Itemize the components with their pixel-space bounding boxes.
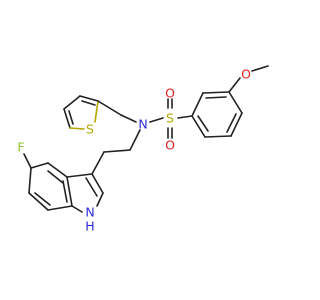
bond-indole-c6-c7-inner bbox=[34, 192, 51, 206]
atom-sulfonyl-o-bottom: O bbox=[165, 138, 175, 153]
bond-indole-c7a-c3a-inner bbox=[62, 180, 68, 203]
bond-indole-c3a-c7a bbox=[66, 176, 73, 207]
bonds bbox=[23, 65, 269, 213]
bond-ch2b-indole-c3 bbox=[91, 151, 105, 175]
bond-indole-c3-c2 bbox=[91, 173, 104, 194]
atom-indole-h: H bbox=[85, 219, 94, 234]
bond-ch2a-ch2b bbox=[103, 149, 131, 153]
atom-indole-n: N bbox=[85, 205, 94, 220]
bond-indole-c3a-c4 bbox=[47, 162, 68, 178]
bond-indole-n1-c7a bbox=[71, 205, 83, 213]
bond-thiophene-c5-s bbox=[69, 127, 85, 130]
bond-thiophene-c4-c5 bbox=[63, 108, 71, 129]
bond-ar-c4-c5 bbox=[230, 112, 243, 137]
bond-c5-f bbox=[23, 153, 32, 169]
bond-ar-c2-c3 bbox=[202, 91, 230, 94]
atom-labels: S N S O O O F N H bbox=[17, 67, 251, 234]
bond-indole-c3a-c4-inner bbox=[47, 170, 64, 184]
bond-thiophene-c4-c5-inner bbox=[68, 110, 74, 125]
bond-ar-c3-c4 bbox=[228, 91, 243, 114]
bond-indole-c7-c7a bbox=[47, 205, 73, 211]
bond-indole-c3-c3a bbox=[66, 173, 93, 178]
bond-indole-c5-c6 bbox=[28, 167, 32, 194]
bond-ar-c1-c2 bbox=[191, 92, 204, 117]
molecule-structure: S N S O O O F N H bbox=[0, 0, 300, 300]
bond-thiophene-c2-c3-inner bbox=[81, 100, 96, 106]
bond-n-ch2a bbox=[129, 129, 141, 151]
bond-ar-c5-c6 bbox=[204, 135, 232, 138]
bond-thiophene-c2-c3 bbox=[79, 95, 99, 102]
bond-indole-c6-c7 bbox=[28, 192, 49, 211]
bond-s-aryl bbox=[177, 115, 193, 119]
bond-indole-c2-n1 bbox=[96, 192, 104, 207]
bond-ar-o bbox=[228, 77, 241, 93]
atom-amide-n: N bbox=[138, 117, 147, 132]
bond-ar-c4-c5-inner bbox=[226, 113, 237, 133]
atom-fluorine: F bbox=[17, 140, 24, 155]
bond-indole-c3-c2-inner bbox=[85, 177, 98, 197]
bond-ch2-n bbox=[120, 114, 137, 123]
bond-indole-c4-c5 bbox=[30, 162, 49, 169]
atom-sulfonyl-o-top: O bbox=[165, 86, 175, 101]
bond-ar-c6-c1 bbox=[191, 115, 206, 138]
atom-methoxy-o: O bbox=[241, 67, 251, 82]
bond-thiophene-s-c2 bbox=[94, 100, 99, 123]
atom-thiophene-s: S bbox=[86, 122, 94, 137]
bond-n-s bbox=[149, 117, 164, 123]
bond-o-ch3 bbox=[251, 65, 269, 72]
background bbox=[0, 0, 300, 300]
atom-sulfonyl-s: S bbox=[166, 111, 174, 126]
bond-ar-c2-c3-inner bbox=[205, 96, 227, 99]
bond-thiophene-ch2 bbox=[97, 100, 122, 116]
bond-ar-c6-c1-inner bbox=[197, 115, 209, 132]
bond-thiophene-c3-c4 bbox=[63, 95, 81, 110]
